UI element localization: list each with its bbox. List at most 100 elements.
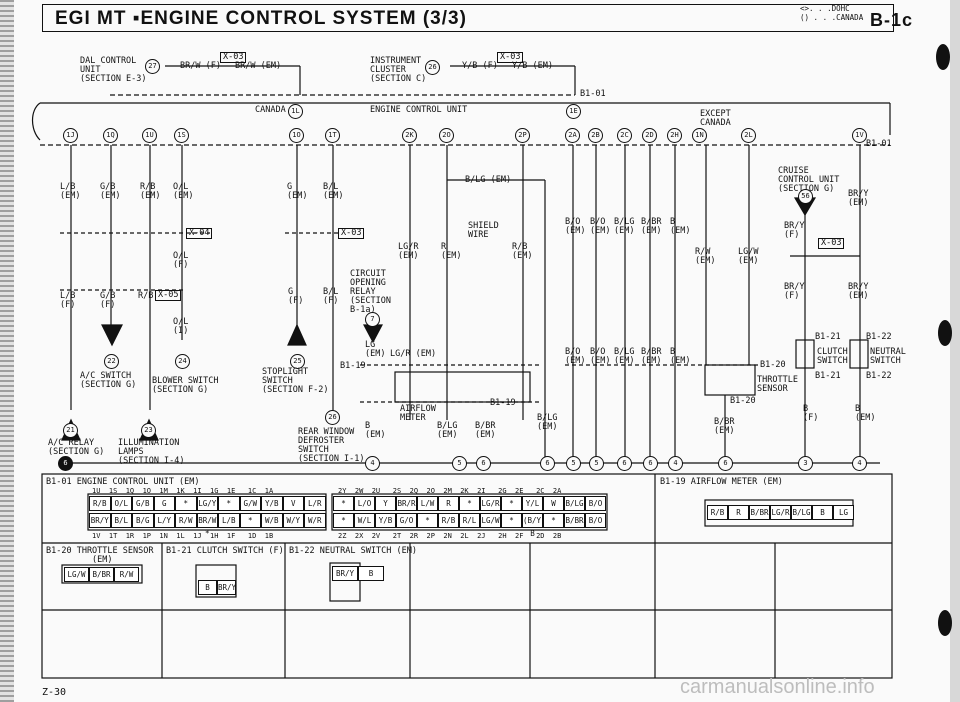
wire-b-em-end: B (EM) (855, 404, 876, 423)
connector-cell: G (153, 496, 175, 511)
b1-19b-label: B1-19 (490, 398, 516, 408)
ground-pin: 5 (566, 456, 581, 471)
wire-lb-f: L/B (F) (60, 291, 76, 310)
ac-relay-label: A/C RELAY (SECTION G) (48, 438, 105, 457)
binder-hole-2 (938, 320, 952, 346)
connector-cell: B/LG (791, 505, 812, 520)
instrument-connector-code: X-03 (497, 52, 524, 63)
wire-lb-em: L/B (EM) (60, 182, 81, 201)
wire-bry-f: BR/Y (F) (784, 221, 805, 240)
wire-gb-f: G/B (F) (100, 291, 116, 310)
connector-cell: BR/W * (196, 513, 218, 538)
wire-bry-em-2: BR/Y (EM) (848, 282, 869, 301)
connector-cell: B/O (585, 496, 606, 511)
ground-pin: 5 (452, 456, 467, 471)
wire-bry-f-2: BR/Y (F) (784, 282, 805, 301)
legend-canada: () . . .CANADA (800, 13, 864, 22)
instrument-wire-em: Y/B (EM) (512, 61, 553, 71)
connector-cell: BR/Y (89, 513, 111, 528)
connector-cell: B/LG (564, 496, 585, 511)
clutch-switch-label: CLUTCH SWITCH (817, 347, 848, 366)
wire-bo-em-4: B/O (EM) (590, 347, 611, 366)
wire-b-em-4: B (EM) (670, 347, 691, 366)
connector-x03-right: X-03 (818, 238, 845, 249)
wire-bl-em: B/L (EM) (323, 182, 344, 201)
ecu-pin-2k: 2K (402, 128, 417, 143)
connector-cell: L/Y (153, 513, 175, 528)
connector-cell: B/G (132, 513, 154, 528)
ecu-table-title: B1-01 ENGINE CONTROL UNIT (EM) (46, 477, 200, 487)
b1-22b-label: B1-22 (866, 371, 892, 381)
b1-01-right-label: B1-01 (866, 139, 892, 149)
ecu-pin-2a: 2A (565, 128, 580, 143)
connector-cell: B/L (110, 513, 132, 528)
canada-label: CANADA (255, 105, 286, 115)
ecu-pin-2o: 2O (439, 128, 454, 143)
ground-pin: 3 (798, 456, 813, 471)
stoplight-switch-label: STOPLIGHT SWITCH (SECTION F-2) (262, 367, 329, 395)
connector-cell: * (175, 496, 197, 511)
b1-20-label: B1-20 (760, 360, 786, 370)
page-title: EGI MT ▪ENGINE CONTROL SYSTEM (3/3) (55, 8, 467, 29)
ac-switch-pin: 22 (104, 354, 119, 369)
blower-switch-pin: 24 (175, 354, 190, 369)
wire-ol-f: O/L (F) (173, 251, 189, 270)
watermark: carmanualsonline.info (680, 676, 875, 698)
ecu-pin-2d: 2D (642, 128, 657, 143)
binder-hole-3 (938, 610, 952, 636)
dal-wire-f: BR/W (F) (180, 61, 221, 71)
connector-cell: W/R (304, 513, 326, 528)
connector-x05: X-05 (155, 290, 182, 301)
illumination-pin: 23 (141, 423, 156, 438)
ecu-pin-2b: 2B (588, 128, 603, 143)
ecu-pin-1n: 1N (692, 128, 707, 143)
connector-cell: R (728, 505, 749, 520)
b1-22-label: B1-22 (866, 332, 892, 342)
ecu-table-b-top-labels: 2Y 2W 2U 2S 2Q 2O 2M 2K 2I 2G 2E 2C 2A (338, 487, 562, 495)
connector-cell: LG/W (64, 567, 89, 582)
connector-cell: * (333, 496, 354, 511)
connector-cell: V (282, 496, 304, 511)
wire-bbr-em-4: B/BR (EM) (641, 347, 662, 366)
wire-ol-em: O/L (EM) (173, 182, 194, 201)
wire-bbr-em-mid: B/BR (EM) (475, 421, 496, 440)
connector-cell: L/B (218, 513, 240, 528)
connector-cell: * (501, 513, 522, 528)
neutral-table-title: B1-22 NEUTRAL SWITCH (EM) (289, 546, 417, 556)
connector-cell: * (417, 513, 438, 528)
connector-cell: L/O (354, 496, 375, 511)
airflow-meter-label: AIRFLOW METER (400, 404, 436, 423)
connector-cell: * (459, 496, 480, 511)
ground-symbol: 6 (58, 456, 73, 471)
wire-blg-em-4: B/LG (EM) (614, 347, 635, 366)
b1-20b-label: B1-20 (730, 396, 756, 406)
ecu-label: ENGINE CONTROL UNIT (370, 105, 468, 115)
wire-blg-em-r: B/LG (EM) (614, 217, 635, 236)
connector-cell: O/L (110, 496, 132, 511)
stoplight-pin: 25 (290, 354, 305, 369)
ecu-pin: 1E (566, 104, 581, 119)
wire-bry-em: BR/Y (EM) (848, 189, 869, 208)
connector-cell: Y/L * (522, 496, 543, 521)
b1-01-top-label: B1-01 (580, 89, 606, 99)
except-canada-label: EXCEPT CANADA (700, 109, 731, 128)
ecu-pin-2p: 2P (515, 128, 530, 143)
wire-bbr-em-5: B/BR (EM) (714, 417, 735, 436)
connector-cell: G/W (239, 496, 261, 511)
connector-cell: G/B (132, 496, 154, 511)
instrument-wire-f: Y/B (F) (462, 61, 498, 71)
connector-cell: R/L (459, 513, 480, 528)
throttle-table-title: B1-20 THROTTLE SENSOR (EM) (46, 546, 154, 565)
wire-bbr-em-r: B/BR (EM) (641, 217, 662, 236)
connector-cell: B/O (585, 513, 606, 528)
rear-window-pin: 26 (325, 410, 340, 425)
connector-cell: R/B (707, 505, 728, 520)
wire-lgr-em: LG/R (EM) (398, 242, 419, 261)
ground-pin: 4 (852, 456, 867, 471)
ground-pin: 4 (365, 456, 380, 471)
ground-pin: 4 (668, 456, 683, 471)
connector-cell: R/B (438, 513, 459, 528)
ecu-table-bottom-labels: 1V 1T 1R 1P 1N 1L 1J 1H 1F 1D 1B (92, 532, 274, 540)
connector-cell: LG/W (480, 513, 501, 528)
ground-pin: 6 (540, 456, 555, 471)
